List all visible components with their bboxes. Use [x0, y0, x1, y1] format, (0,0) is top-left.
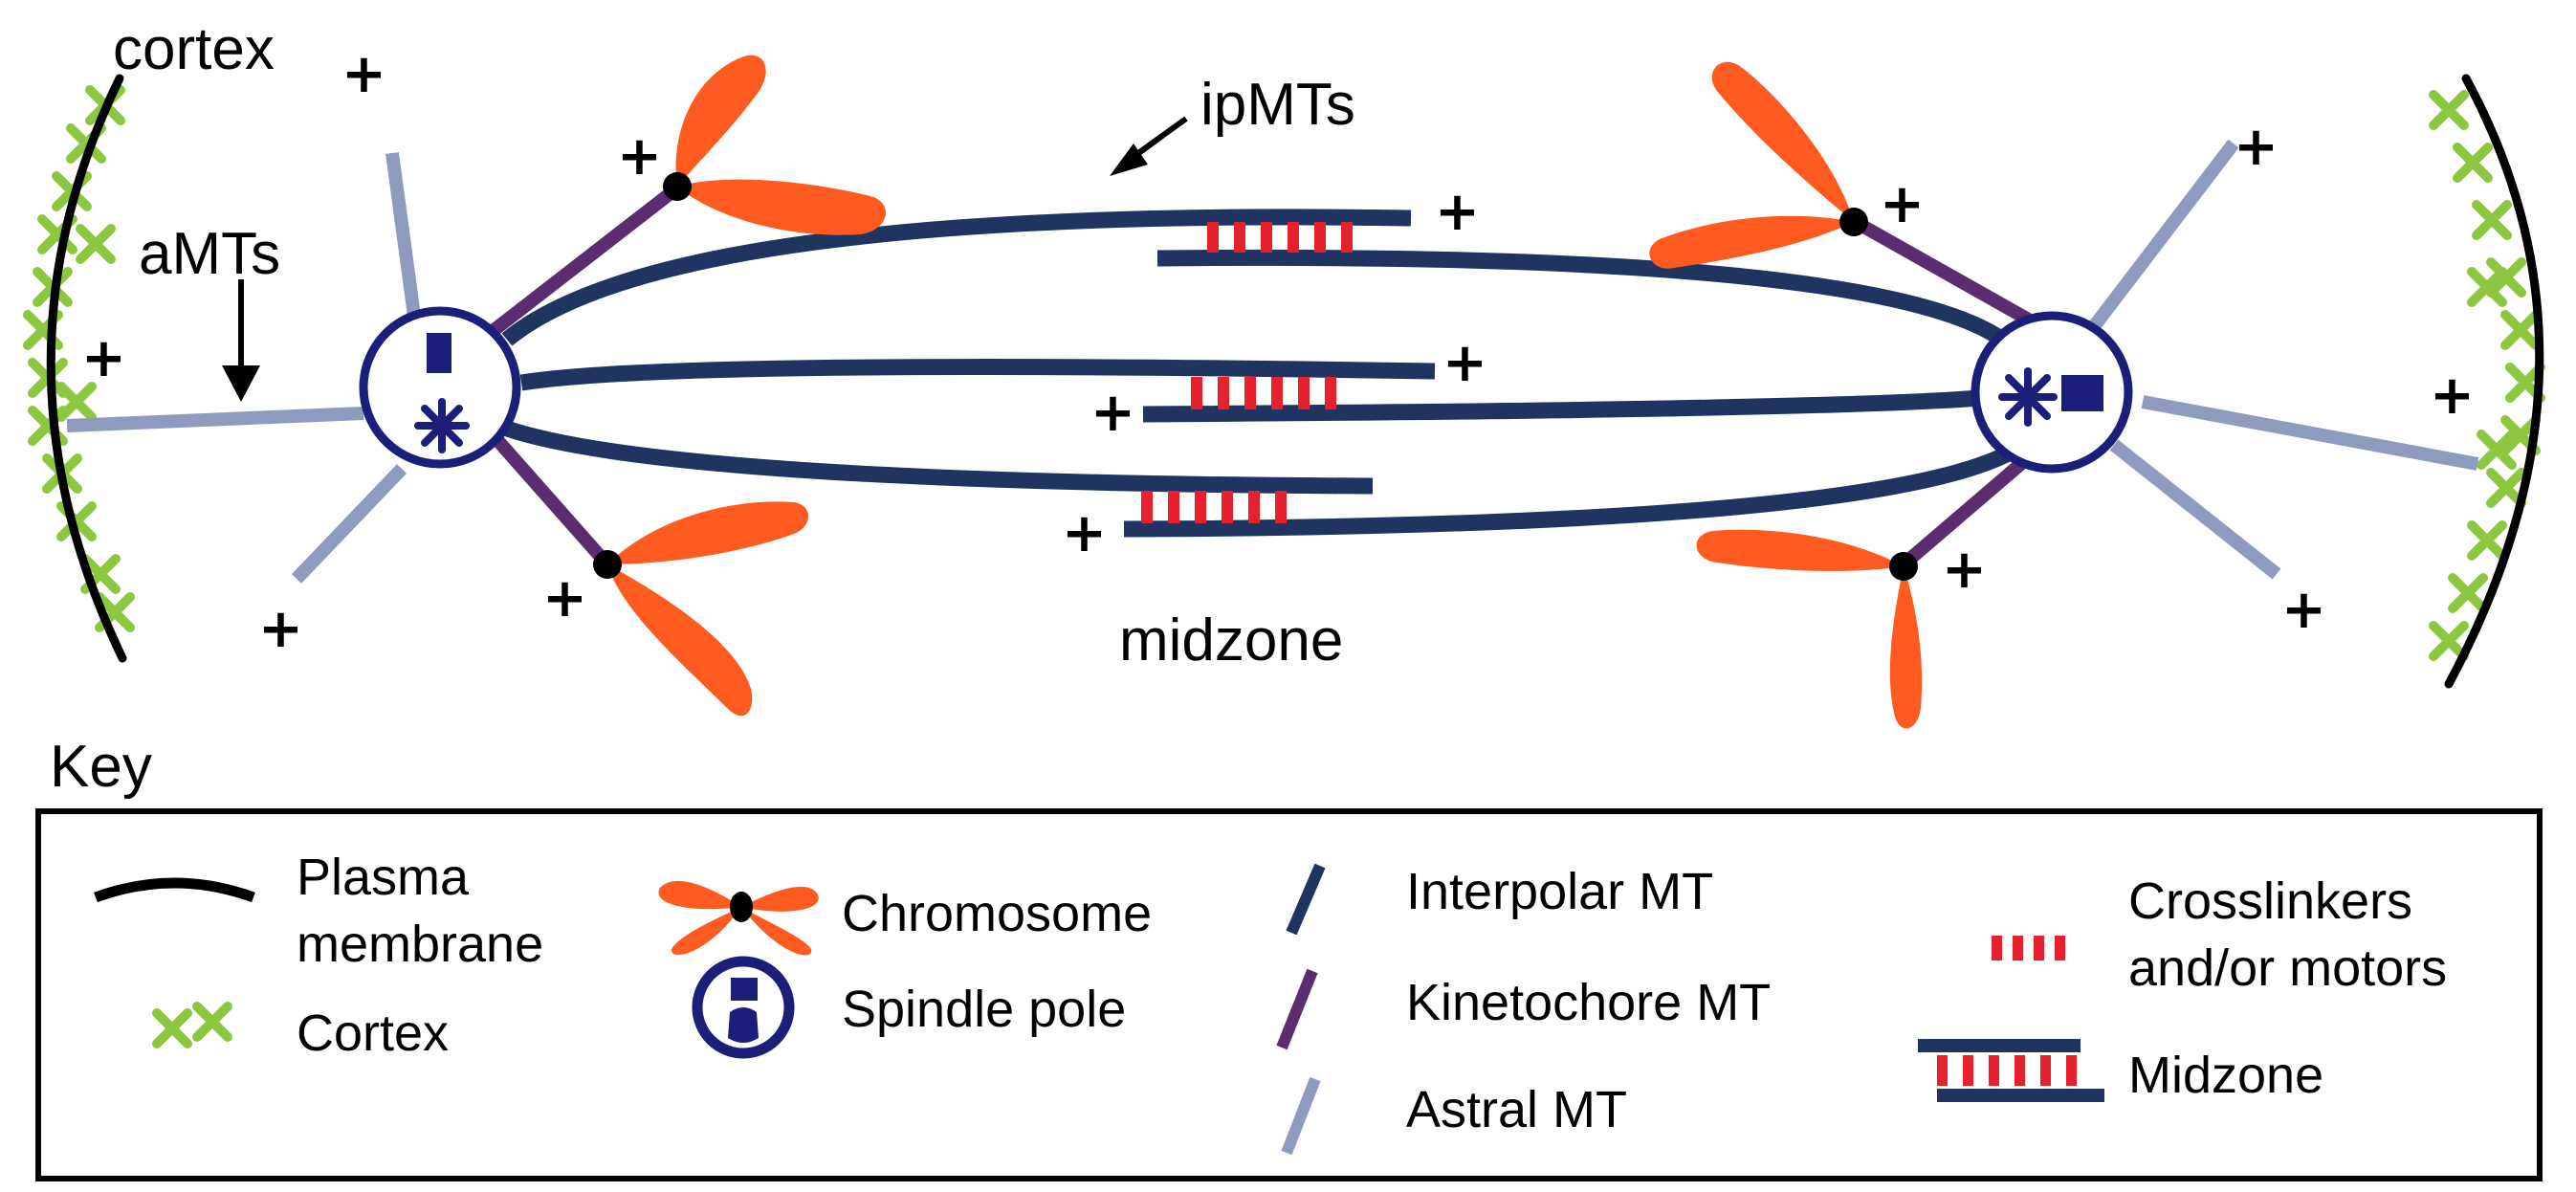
plus-sign: + [1062, 502, 1107, 564]
amts-label: aMTs [139, 221, 280, 287]
spindle-pole-swatch [692, 956, 795, 1059]
left-plasma-membrane [46, 74, 127, 663]
midzone-legend-label: Midzone [2128, 1047, 2323, 1104]
midzone-label: midzone [1119, 607, 1343, 673]
crosslinkers [1141, 222, 1353, 523]
interpolar-mt-swatch [1286, 863, 1326, 936]
key-box [35, 808, 2543, 1181]
ipmts-label: ipMTs [1200, 72, 1355, 138]
spindle-pole-left [359, 306, 521, 469]
kinetochore-mt-legend-label: Kinetochore MT [1406, 974, 1771, 1031]
chromosome-swatch [658, 880, 819, 956]
chromosome-top-right [1649, 61, 1868, 269]
amts-arrow [222, 279, 260, 402]
ipmts-arrow [1110, 116, 1188, 176]
chromosome-top-left [663, 55, 887, 235]
spindle-pole-right [1971, 311, 2133, 474]
astral-microtubules [66, 139, 2479, 584]
right-plasma-membrane [2444, 74, 2544, 689]
crosslinkers-legend-label-line2: and/or motors [2128, 939, 2447, 997]
plus-sign: + [2430, 364, 2475, 427]
plus-sign: + [2281, 579, 2326, 641]
key-label: Key [50, 734, 152, 800]
spindle-pole-legend-label: Spindle pole [842, 981, 1126, 1038]
plus-sign: + [1090, 382, 1135, 444]
plus-sign: + [1435, 181, 1480, 243]
plus-sign: + [542, 567, 587, 629]
plus-sign: + [1942, 539, 1987, 601]
kinetochore-mt-swatch [1276, 968, 1318, 1050]
crosslinkers-legend-label-line1: Crosslinkers [2128, 872, 2412, 930]
plasma-membrane-label-line1: Plasma [297, 849, 470, 906]
midzone-swatch [1918, 1039, 2104, 1102]
kinetochore-microtubules [483, 181, 2051, 570]
interpolar-microtubules [501, 209, 2023, 538]
plasma-membrane-label-line2: membrane [297, 916, 543, 973]
astral-mt-legend-label: Astral MT [1406, 1081, 1627, 1138]
plus-sign: + [81, 327, 126, 389]
interpolar-mt-legend-label: Interpolar MT [1406, 863, 1713, 920]
plus-sign: + [258, 598, 303, 660]
cortex-label: cortex [113, 16, 275, 82]
plasma-membrane-swatch [94, 877, 255, 903]
astral-mt-swatch [1281, 1076, 1321, 1156]
plus-sign: + [1442, 332, 1487, 394]
plus-end-markers: + + + + + + + + + + + + + + [81, 43, 2475, 660]
crosslinkers-swatch [1992, 936, 2065, 960]
chromosome-bottom-left [593, 501, 808, 717]
plus-sign: + [2234, 116, 2279, 178]
plus-sign: + [341, 43, 386, 105]
chromosome-bottom-right [1696, 529, 1923, 729]
plus-sign: + [617, 125, 662, 188]
chromosome-legend-label: Chromosome [842, 885, 1152, 942]
plus-sign: + [1880, 173, 1925, 235]
cortex-legend-label: Cortex [297, 1004, 449, 1062]
